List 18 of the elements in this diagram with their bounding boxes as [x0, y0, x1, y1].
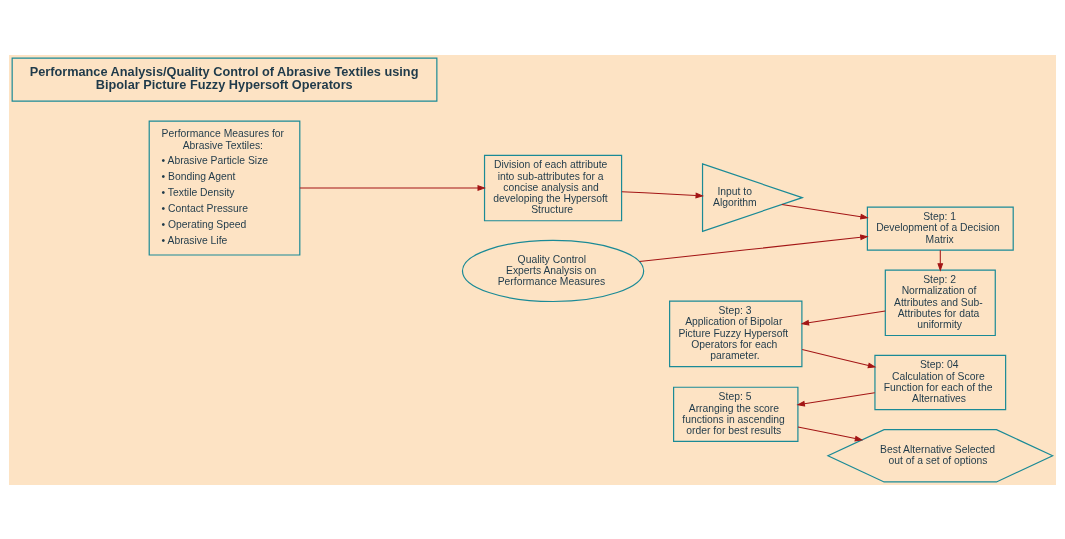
- node-box: Step: 5 Arranging the score functions in ascending order for best results: [673, 386, 799, 442]
- arrow: [299, 184, 486, 191]
- arrow: [621, 190, 704, 198]
- arrow: [937, 249, 944, 272]
- node-box: Step: 2 Normalization of Attributes and Sub-Attributes for data uniformity: [884, 269, 996, 336]
- node-box: Division of each attribute into sub-attributes for a concise analysis and developing the Hypersoft Structure: [483, 154, 623, 221]
- node-box: Step: 3 Application of Bipolar Picture Fuzzy Hypersoft Operators for each parameter.: [669, 300, 803, 367]
- node-box: Performance Analysis/Quality Control of Abrasive Textiles using Bipolar Picture Fuzzy Hypersoft Operators: [11, 57, 438, 102]
- arrow: [796, 391, 876, 407]
- arrow: [801, 348, 877, 368]
- node-box: Step: 04 Calculation of Score Function for each of the Alternatives: [874, 354, 1007, 410]
- arrow: [638, 233, 869, 262]
- arrow: [800, 310, 886, 326]
- node-box: Performance Measures for Abrasive Textiles: • Abrasive Particle Size • Bonding Agent • Textile Density • Contact Pressure • Operating Speed • Abrasive Life: [148, 120, 301, 256]
- node-ellipse: Quality Control Experts Analysis on Performance Measures: [461, 239, 645, 302]
- node-box: Step: 1 Development of a Decision Matrix: [866, 206, 1014, 251]
- arrow: [781, 203, 869, 220]
- arrow: [797, 425, 864, 441]
